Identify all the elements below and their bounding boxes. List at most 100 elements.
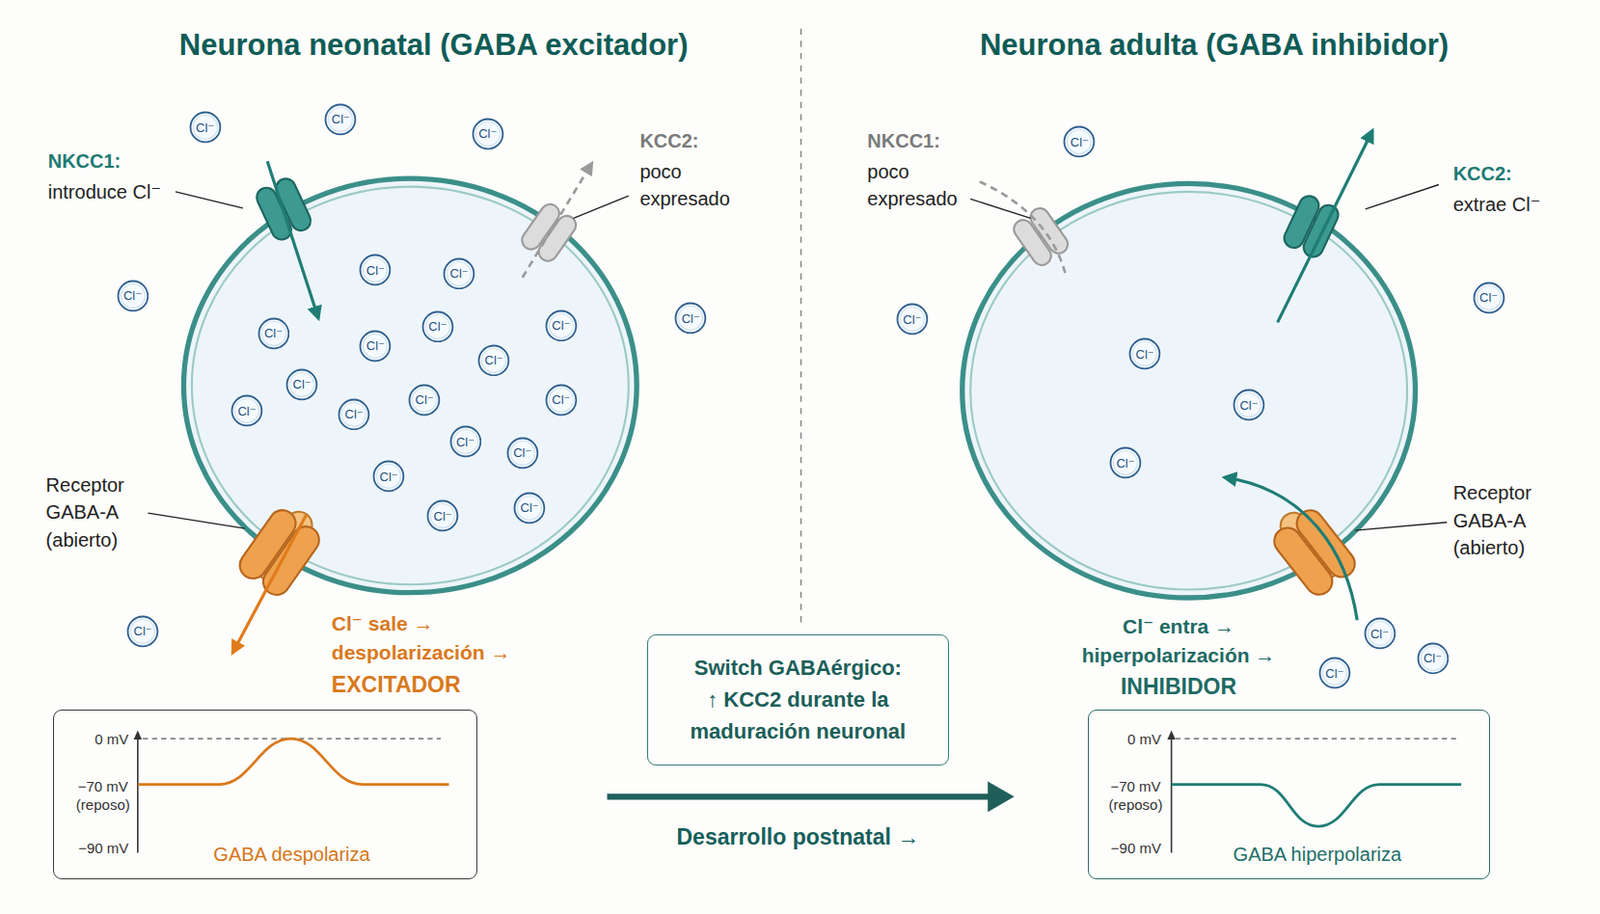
- axis-label: −90 mV: [60, 840, 129, 859]
- ion-label: Cl⁻: [544, 309, 578, 343]
- chloride-ion: Cl⁻: [1232, 388, 1266, 422]
- chloride-ion: Cl⁻: [285, 368, 319, 402]
- effect-keyword: EXCITADOR: [331, 669, 525, 702]
- chloride-ion: Cl⁻: [116, 279, 150, 313]
- graph-caption: GABA despolariza: [147, 841, 437, 867]
- chloride-ion: Cl⁻: [477, 344, 511, 378]
- kcc2-transporter: [1280, 192, 1342, 261]
- chloride-ion: Cl⁻: [1416, 642, 1450, 676]
- axis-label: −90 mV: [1093, 840, 1162, 859]
- panel-title: Neurona adulta (GABA inhibidor): [876, 24, 1552, 67]
- callout-text: poco expresado: [639, 158, 751, 214]
- chloride-ion: Cl⁻: [1062, 125, 1096, 159]
- leader-line: [1365, 185, 1439, 210]
- ion-label: Cl⁻: [126, 615, 160, 649]
- zero-line: [1175, 737, 1460, 739]
- weak-influx-line: [979, 181, 1067, 277]
- potential-graph-box: 0 mV−70 mV (reposo)−90 mVGABA despolariz…: [53, 709, 478, 880]
- chloride-ion: Cl⁻: [506, 436, 540, 470]
- ion-label: Cl⁻: [426, 499, 460, 533]
- hyperpolarization-trace: [1171, 785, 1462, 827]
- ion-label: Cl⁻: [442, 257, 476, 291]
- neuron-membrane-inner: [970, 191, 1408, 591]
- ion-label: Cl⁻: [230, 394, 264, 428]
- leader-line: [147, 513, 245, 529]
- chloride-ion: Cl⁻: [513, 491, 546, 525]
- transporter-subunit: [1027, 204, 1072, 257]
- leader-line: [573, 195, 629, 218]
- leader-line: [175, 191, 244, 209]
- callout-text: Receptor GABA-A (abierto): [1453, 479, 1574, 562]
- leader-line: [1355, 522, 1447, 531]
- ion-label: Cl⁻: [1232, 388, 1266, 422]
- ion-label: Cl⁻: [477, 344, 511, 378]
- chloride-ion: Cl⁻: [1109, 446, 1142, 480]
- chloride-influx-arrow: [267, 161, 319, 319]
- callout-text: extrae Cl⁻: [1453, 190, 1599, 218]
- chloride-ion: Cl⁻: [407, 383, 441, 417]
- axis-caption: Desarrollo postnatal →: [595, 821, 1001, 854]
- chloride-ion: Cl⁻: [230, 394, 264, 428]
- ion-label: Cl⁻: [372, 460, 406, 493]
- transporter-subunit: [272, 175, 314, 234]
- effect-text: Cl⁻ entra → hiperpolarización →: [1046, 612, 1312, 672]
- chloride-ion: Cl⁻: [544, 383, 578, 417]
- chloride-ion: Cl⁻: [544, 309, 578, 343]
- ion-label: Cl⁻: [407, 383, 441, 417]
- callout-heading: NKCC1:: [867, 127, 983, 155]
- ion-label: Cl⁻: [1318, 656, 1352, 690]
- neuron-membrane: [183, 178, 637, 594]
- leader-line: [970, 198, 1031, 218]
- ion-label: Cl⁻: [324, 103, 357, 136]
- axis-tip: [1166, 731, 1175, 741]
- ion-label: Cl⁻: [1128, 337, 1162, 371]
- ion-label: Cl⁻: [285, 368, 319, 402]
- chloride-ion: Cl⁻: [442, 257, 476, 291]
- ion-label: Cl⁻: [421, 310, 455, 344]
- box-text: ↑ KCC2 durante la maduración neuronal: [660, 683, 936, 748]
- graph-caption: GABA hiperpolariza: [1172, 841, 1463, 867]
- chloride-influx-arrow: [1224, 477, 1358, 621]
- chloride-ion: Cl⁻: [421, 310, 455, 344]
- chloride-ion: Cl⁻: [1472, 281, 1506, 315]
- weak-efflux-arrow: [522, 162, 593, 278]
- chloride-ion: Cl⁻: [674, 301, 707, 335]
- chloride-ion: Cl⁻: [324, 103, 357, 136]
- receptor-subunit: [1291, 505, 1360, 583]
- panel-divider: [800, 28, 803, 628]
- ion-label: Cl⁻: [189, 110, 222, 144]
- ion-label: Cl⁻: [1062, 125, 1096, 159]
- callout-text: Receptor GABA-A (abierto): [46, 471, 167, 554]
- graph-axis: [136, 734, 139, 854]
- chloride-ion: Cl⁻: [1318, 656, 1352, 690]
- potential-graph-box: 0 mV−70 mV (reposo)−90 mVGABA hiperpolar…: [1087, 709, 1491, 880]
- neuron-membrane: [962, 183, 1416, 598]
- callout-heading: KCC2:: [639, 127, 756, 155]
- chloride-ion: Cl⁻: [426, 499, 460, 533]
- ion-label: Cl⁻: [1472, 281, 1506, 315]
- chloride-ion: Cl⁻: [1128, 337, 1162, 371]
- chloride-ion: Cl⁻: [337, 398, 371, 432]
- gaba-a-receptor: [234, 498, 329, 601]
- effect-keyword: INHIBIDOR: [1072, 671, 1285, 704]
- chloride-ion: Cl⁻: [471, 117, 505, 151]
- chloride-efflux-arrow: [232, 515, 306, 653]
- axis-tip: [134, 731, 142, 741]
- callout-text: introduce Cl⁻: [48, 178, 242, 206]
- ion-label: Cl⁻: [674, 301, 707, 335]
- ion-label: Cl⁻: [471, 117, 505, 151]
- callout-text: poco expresado: [867, 158, 978, 214]
- development-arrow-head: [987, 781, 1015, 813]
- axis-label: 0 mV: [60, 731, 129, 750]
- chloride-ion: Cl⁻: [189, 110, 222, 144]
- graph-axis: [1170, 734, 1173, 854]
- effect-text: Cl⁻ sale → despolarización →: [331, 609, 573, 669]
- ion-label: Cl⁻: [1109, 446, 1142, 480]
- chloride-ion: Cl⁻: [449, 425, 483, 459]
- callout-heading: KCC2:: [1453, 160, 1599, 188]
- illustration-group: [134, 28, 1463, 854]
- neuron-membrane-inner: [191, 187, 629, 586]
